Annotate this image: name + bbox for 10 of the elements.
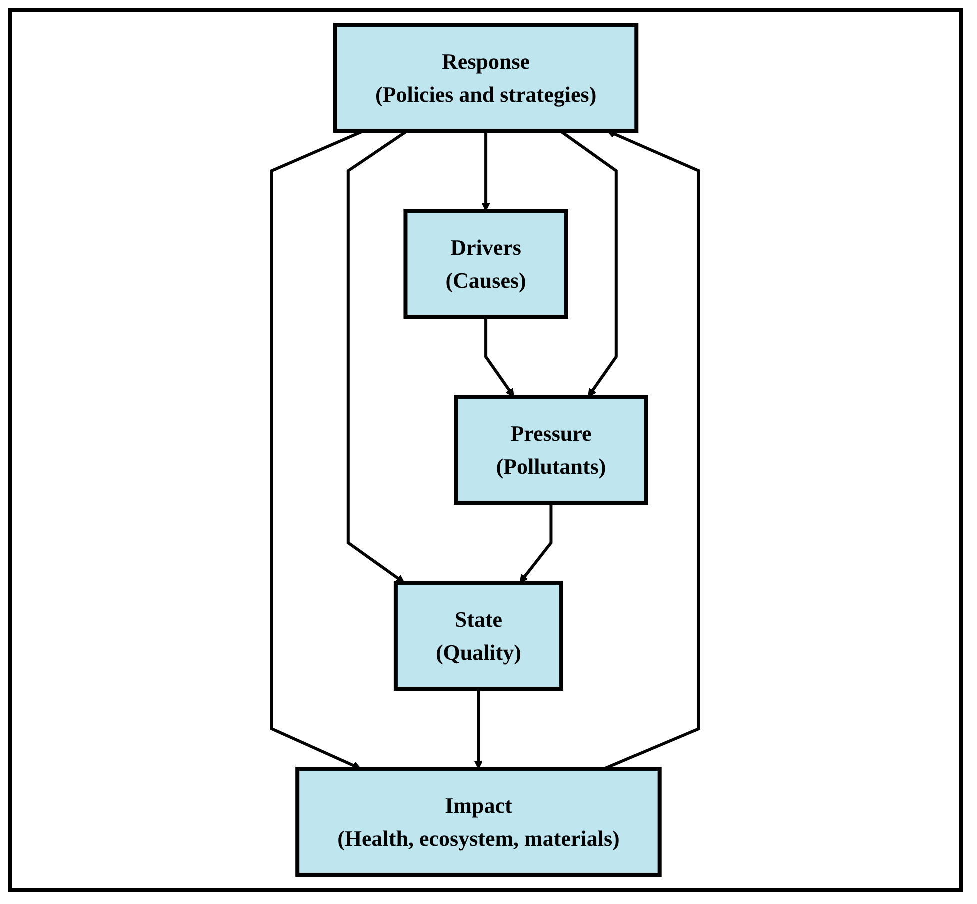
arrow — [474, 689, 484, 770]
node-box — [394, 581, 564, 691]
diagram-frame: Response (Policies and strategies) Drivers (Causes) Pressure (Pollutants) State (Quality) Impact (Health, ecosystem, materials) — [8, 8, 963, 892]
node-box — [404, 209, 568, 319]
arrow — [484, 317, 515, 398]
arrow — [482, 131, 490, 212]
node-box — [296, 766, 662, 877]
node-box — [334, 23, 639, 133]
arrow — [520, 503, 553, 584]
node-box — [454, 395, 648, 505]
